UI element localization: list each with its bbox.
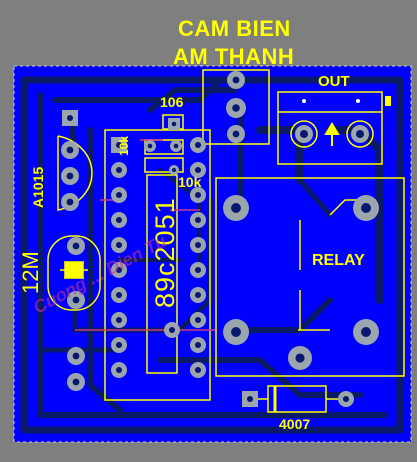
silk-crystal-outline (47, 235, 101, 311)
mcu-pin-left-1-hole (115, 141, 123, 149)
label-resistor-r1: 10k (117, 135, 131, 156)
mcu-pin-right-8-hole (194, 316, 202, 324)
mcu-pin-right-4-hole (194, 216, 202, 224)
silk-relay-outline (215, 177, 405, 377)
label-capacitor-106: 106 (160, 94, 184, 110)
label-resistor-r2: 10k (178, 174, 202, 190)
mcu-pin-left-2-hole (115, 166, 123, 174)
mcu-pin-right-7-hole (194, 291, 202, 299)
mcu-pin-left-6-hole (115, 266, 123, 274)
relay-coil-1-hole (231, 203, 241, 213)
mcu-pin-left-3-hole (115, 191, 123, 199)
label-relay: RELAY (312, 252, 365, 269)
mcu-pin-right-3-hole (194, 191, 202, 199)
res-pad-1-hole (147, 143, 153, 149)
label-crystal: 12M (18, 251, 43, 294)
relay-no-hole (361, 203, 371, 213)
silk-pot-outline (202, 69, 270, 145)
board-title-line2: AM THANH (173, 44, 295, 69)
mcu-pin-left-4-hole (115, 216, 123, 224)
transistor-pin-3-hole (66, 198, 74, 206)
crystal-pin-2-hole (72, 296, 80, 304)
res-pad-2-hole (173, 143, 179, 149)
pad-left-2-hole (72, 378, 80, 386)
transistor-pin-2-hole (66, 172, 74, 180)
pads-layer (61, 71, 379, 407)
mcu-pin-right-9-hole (194, 341, 202, 349)
transistor-pin-1-hole (66, 146, 74, 154)
mcu-pin-right-6-hole (194, 266, 202, 274)
diode-pin-anode-hole (246, 395, 254, 403)
mcu-pin-right-5-hole (194, 241, 202, 249)
relay-com-hole (295, 353, 305, 363)
silkscreen-outlines (47, 69, 405, 413)
relay-coil-2-hole (231, 327, 241, 337)
pot-pin-1-hole (232, 76, 240, 84)
silk-mcu-outline (104, 129, 211, 401)
label-out: OUT (318, 73, 350, 90)
mcu-pin-left-10-hole (115, 366, 123, 374)
mcu-pin-right-10-hole (194, 366, 202, 374)
pad-left-3-hole (168, 326, 176, 334)
label-diode: 4007 (279, 416, 311, 432)
silk-terminal-outline (277, 91, 383, 165)
mcu-pin-left-5-hole (115, 241, 123, 249)
label-transistor: A1015 (30, 166, 46, 208)
terminal-block (290, 96, 391, 148)
mcu-pin-left-9-hole (115, 341, 123, 349)
mcu-pin-right-2-hole (194, 166, 202, 174)
mcu-pin-right-1-hole (194, 141, 202, 149)
pot-pin-2-hole (232, 104, 240, 112)
pot-pin-3-hole (232, 130, 240, 138)
mcu-pin-left-7-hole (115, 291, 123, 299)
crystal-pin-1-hole (72, 242, 80, 250)
board-outline (13, 65, 412, 443)
cap-pad-2-hole (172, 168, 176, 172)
cap-pad-1-hole (171, 121, 177, 127)
diode-pin-cathode-hole (342, 395, 350, 403)
mcu-pin-left-8-hole (115, 316, 123, 324)
square-pad-top-hole (66, 114, 74, 122)
arrow-up-icon (324, 122, 340, 146)
board-title-line1: CAM BIEN (178, 16, 291, 41)
jumper-lines (75, 139, 215, 331)
pad-left-1-hole (72, 352, 80, 360)
relay-nc-hole (361, 327, 371, 337)
